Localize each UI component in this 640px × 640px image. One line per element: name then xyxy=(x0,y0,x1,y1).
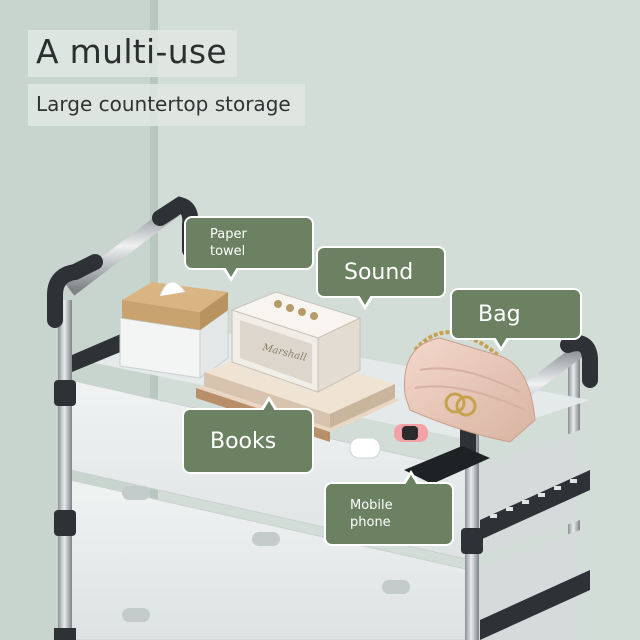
subhead: Large countertop storage xyxy=(28,84,305,126)
rack-joint xyxy=(54,380,76,406)
callout-sound: Sound xyxy=(316,246,446,316)
callout-books-label: Books xyxy=(182,408,314,474)
callout-bag: Bag xyxy=(450,288,582,360)
earbuds-case xyxy=(349,437,381,459)
rail-holes xyxy=(490,479,577,518)
drawer-handle xyxy=(122,486,150,500)
rack-joint xyxy=(54,628,76,640)
drawer-handle xyxy=(252,532,280,546)
mobile-phone xyxy=(404,446,490,484)
rack-handle-cap xyxy=(560,335,598,388)
tissue-box xyxy=(119,281,229,379)
callout-paper-towel-label: Paper towel xyxy=(184,216,314,270)
rack-side-rail xyxy=(480,570,590,640)
rack-joint xyxy=(54,510,76,536)
drawer-handle xyxy=(382,580,410,594)
smartwatch xyxy=(394,424,428,442)
rack-joint xyxy=(461,528,483,554)
callout-bag-label: Bag xyxy=(450,288,582,340)
callout-books: Books xyxy=(182,396,314,474)
callout-paper-towel: Paper towel xyxy=(184,216,314,286)
callout-mobile-phone: Mobile phone xyxy=(324,470,454,546)
callout-sound-label: Sound xyxy=(316,246,446,298)
rack-front-left-post xyxy=(58,300,72,640)
drawer-handle xyxy=(122,608,150,622)
rack-side-rail xyxy=(72,330,130,372)
handbag xyxy=(403,330,536,443)
speaker xyxy=(230,291,362,393)
rack-handle-cap xyxy=(47,254,103,328)
rack-side-rail xyxy=(480,470,590,540)
headline: A multi-use xyxy=(28,30,238,77)
callout-mobile-phone-label: Mobile phone xyxy=(324,482,454,546)
